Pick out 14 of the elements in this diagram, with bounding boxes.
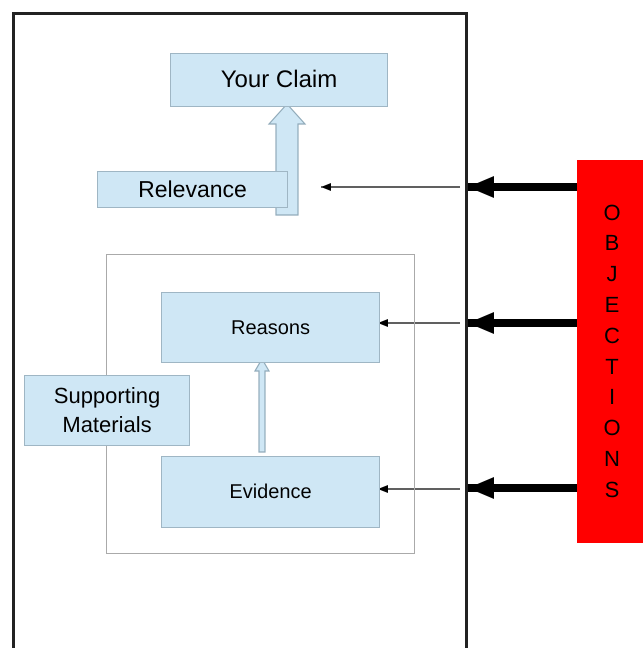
- arrow: [468, 477, 577, 499]
- arrow: [378, 485, 460, 493]
- claim-box: Your Claim: [170, 53, 388, 107]
- reasons-box: Reasons: [161, 292, 380, 363]
- objections-bar: [577, 160, 643, 543]
- relevance-box: Relevance: [97, 171, 288, 208]
- evidence-box: Evidence: [161, 456, 380, 528]
- supporting-materials-box: Supporting Materials: [24, 375, 190, 446]
- arrow: [378, 319, 460, 327]
- outer-frame: [12, 12, 468, 648]
- arrow: [468, 312, 577, 334]
- arrow: [468, 176, 577, 198]
- arrow: [321, 183, 460, 191]
- vertical-label: OBJECTIONS: [603, 198, 621, 504]
